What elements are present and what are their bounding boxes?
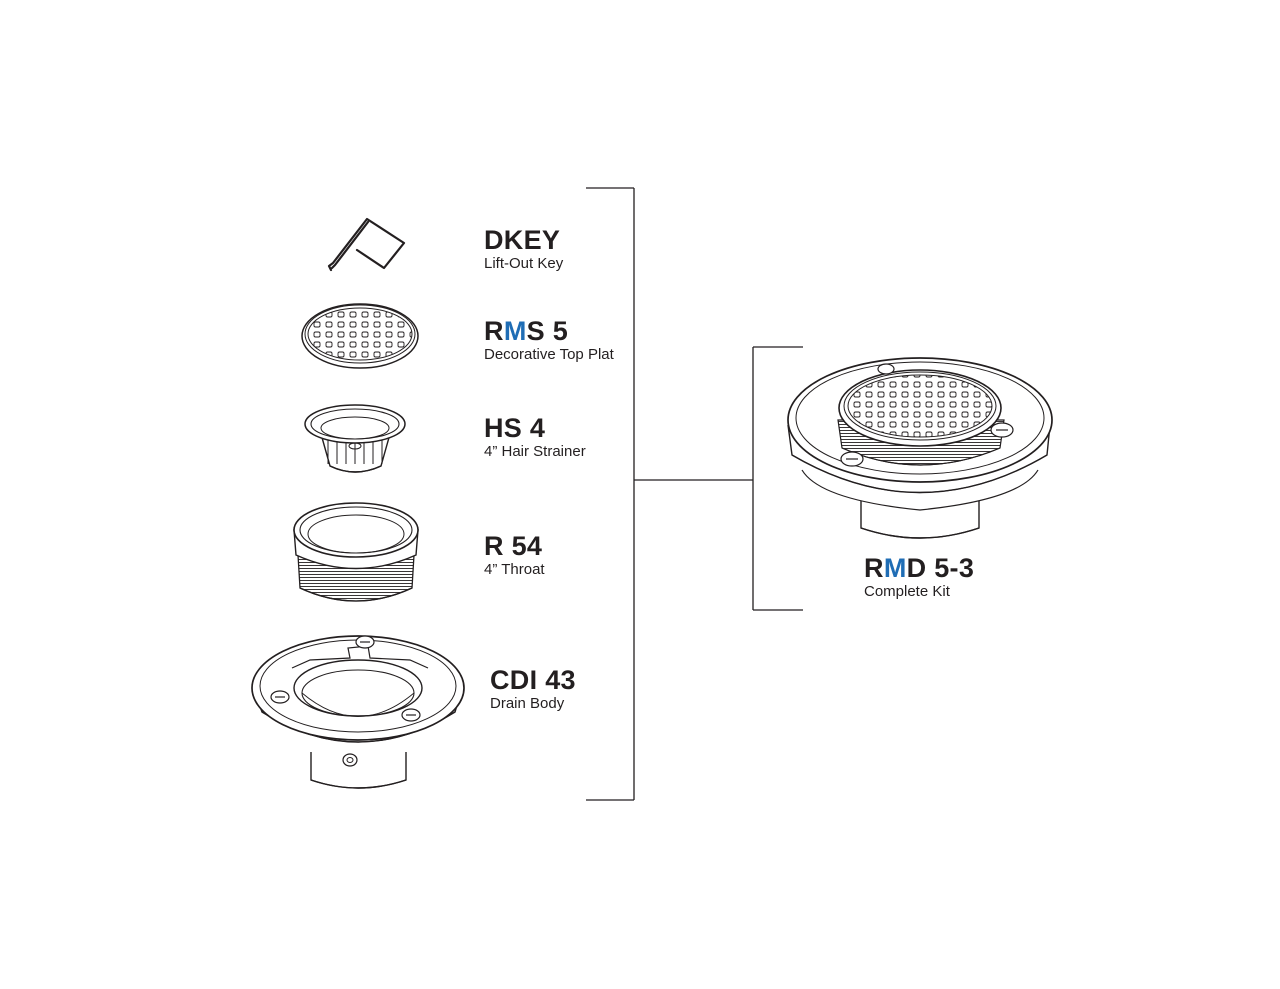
parts-bracket	[586, 187, 753, 801]
part-code-text: R	[484, 316, 504, 346]
kit-code-accent: M	[883, 553, 907, 583]
part-code-text: R 54	[484, 531, 543, 561]
part-description: Drain Body	[490, 695, 565, 712]
part-code: RMS 5	[484, 316, 614, 346]
kit-code-text: R	[864, 553, 884, 583]
kit-description: Complete Kit	[864, 583, 950, 600]
lift-out-key-drawing	[327, 217, 406, 272]
complete-kit-drawing	[787, 357, 1053, 539]
part-code: HS 4	[484, 413, 586, 443]
part-description: Lift-Out Key	[484, 255, 564, 272]
part-code-text: HS 4	[484, 413, 546, 443]
hair-strainer-drawing	[304, 404, 406, 473]
part-label-rms5: RMS 5 Decorative Top Plat	[484, 316, 614, 363]
part-description: 4” Hair Strainer	[484, 443, 586, 460]
part-label-hs4: HS 4 4” Hair Strainer	[484, 413, 586, 460]
part-code: DKEY	[484, 225, 563, 255]
drain-body-drawing	[251, 635, 465, 789]
kit-code-suffix: D 5-3	[906, 553, 975, 583]
part-code: CDI 43	[490, 665, 576, 695]
part-code-text: DKEY	[484, 225, 561, 255]
kit-label: RMD 5-3 Complete Kit	[864, 553, 974, 600]
throat-drawing	[293, 502, 419, 602]
part-code-text: CDI 43	[490, 665, 576, 695]
part-description: Decorative Top Plat	[484, 346, 614, 363]
part-code-suffix: S 5	[526, 316, 569, 346]
part-description: 4” Throat	[484, 561, 545, 578]
kit-bracket	[752, 346, 803, 611]
part-label-cdi43: CDI 43 Drain Body	[490, 665, 576, 712]
part-label-r54: R 54 4” Throat	[484, 531, 545, 578]
part-code-accent: M	[503, 316, 527, 346]
top-plate-drawing	[301, 303, 419, 369]
part-code: R 54	[484, 531, 545, 561]
part-label-dkey: DKEY Lift-Out Key	[484, 225, 563, 272]
kit-code: RMD 5-3	[864, 553, 974, 583]
